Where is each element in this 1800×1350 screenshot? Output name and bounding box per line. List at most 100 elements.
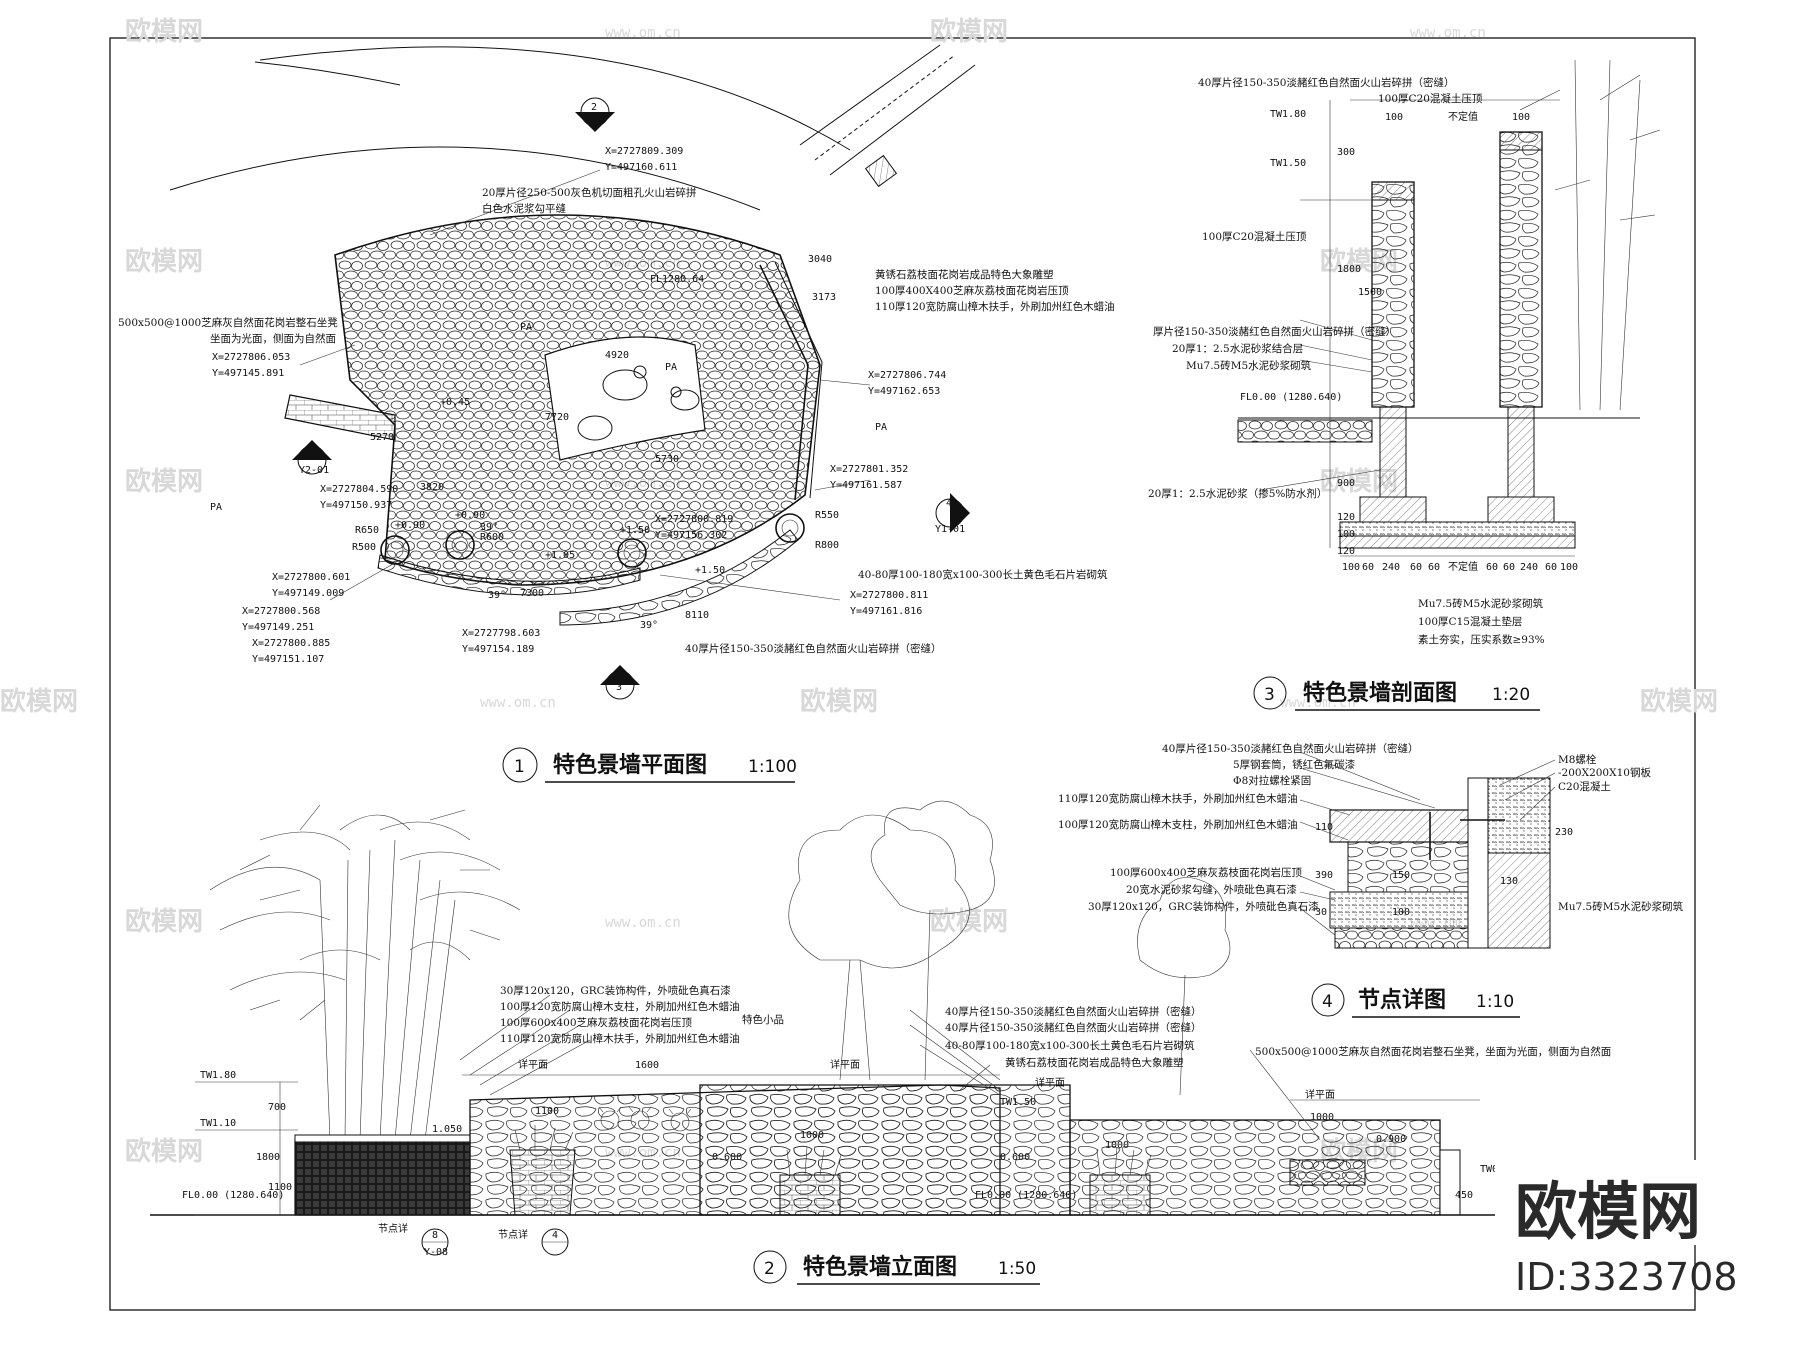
watermark-url: www.om.cn (480, 695, 556, 711)
section-note: 20厚1：2.5水泥砂浆结合层 (1172, 342, 1303, 355)
coord: Y=497145.891 (212, 368, 284, 379)
dim: 100 (1337, 529, 1355, 540)
title-plan: 1 特色景墙平面图 1:100 (502, 747, 797, 783)
node-note: 100厚600x400芝麻灰荔枝面花岗岩压顶 (1110, 866, 1303, 879)
elev-note: 黄锈石荔枝面花岗岩成品特色大象雕塑 (1005, 1056, 1184, 1069)
section-note: Mu7.5砖M5水泥砂浆砌筑 (1186, 359, 1312, 372)
title-num: 3 (1264, 685, 1275, 705)
title-section: 3 特色景墙剖面图 1:20 (1253, 676, 1540, 711)
elev-note: 特色小品 (742, 1013, 784, 1026)
section-marker-y2 (292, 440, 332, 475)
callout-sheet: Y-08 (424, 1247, 448, 1258)
elev-note: 40厚片径150-350淡赭红色自然面火山岩碎拼（密缝） (945, 1005, 1202, 1018)
coord: X=2727809.309 (605, 146, 683, 157)
plan-note-5: 黄锈石荔枝面花岗岩成品特色大象雕塑 (875, 268, 1054, 281)
coord: Y=497160.611 (605, 162, 677, 173)
dim: 130 (1500, 876, 1518, 887)
coord: Y=497151.107 (252, 654, 324, 665)
section-marker-2 (575, 97, 615, 132)
level: TW1.50 (1270, 158, 1306, 169)
coord: X=2727801.352 (830, 464, 908, 475)
node-note: Φ8对拉螺栓紧固 (1233, 774, 1311, 787)
level-label: +1.50 (620, 525, 650, 536)
dim: 1000 (1105, 1140, 1129, 1151)
level: TW1.50 (1000, 1097, 1036, 1108)
watermark-url: www.om.cn (605, 25, 681, 41)
dim: 1800 (256, 1152, 280, 1163)
watermark-logo: 欧模网 (125, 466, 203, 497)
node-note: 30厚120x120，GRC装饰构件，外喷砒色真石漆 (1088, 900, 1319, 913)
dim: 700 (268, 1102, 286, 1113)
detail-callout-4 (541, 1228, 569, 1256)
dim: 100 (1385, 112, 1403, 123)
elev-note: 100厚120宽防腐山樟木支柱，外刷加州红色木蜡油 (500, 1000, 740, 1013)
coord: X=2727800.568 (242, 606, 320, 617)
dim: 1000 (1310, 1112, 1334, 1123)
dim: 150 (1392, 870, 1410, 881)
section-drawing (1237, 59, 1661, 557)
coord: X=2727800.811 (850, 590, 928, 601)
watermark-logo: 欧模网 (125, 906, 203, 937)
callout-text: 节点详 (498, 1228, 528, 1241)
brand-id: ID:3323708 (1515, 1255, 1738, 1299)
dim: 0.900 (1376, 1134, 1406, 1145)
watermark-logo: 欧模网 (125, 246, 203, 277)
brand-block: 欧模网 ID:3323708 (1495, 1160, 1738, 1299)
plan-note-4: 坐面为光面，侧面为自然面 (210, 332, 336, 345)
coord: X=2727806.053 (212, 352, 290, 363)
dim: 7300 (520, 588, 544, 599)
plan-note-1: 20厚片径250-500灰色机切面粗孔火山岩碎拼 (482, 186, 697, 199)
dim: 110 (1315, 822, 1333, 833)
level-label: FL1280.64 (650, 274, 704, 285)
dim: 100 (1392, 907, 1410, 918)
elev-note: 40-80厚100-180宽x100-300长土黄色毛石片岩砌筑 (945, 1039, 1195, 1052)
plan-coordinates: X=2727809.309 Y=497160.611 X=2727806.053… (212, 146, 946, 665)
dim: 3040 (808, 254, 832, 265)
node-note: 20宽水泥砂浆勾缝，外喷砒色真石漆 (1126, 883, 1297, 896)
dim: 39° (640, 620, 658, 631)
section-note: 100厚C20混凝土压顶 (1202, 230, 1307, 243)
coord: X=2727800.601 (272, 572, 350, 583)
watermark-logo: 欧模网 (0, 686, 78, 717)
dim: R600 (480, 532, 504, 543)
dim: 60 (1486, 562, 1498, 573)
elev-note: 110厚120宽防腐山樟木扶手，外刷加州红色木蜡油 (500, 1032, 740, 1045)
title-num: 4 (1322, 992, 1333, 1012)
elevation-notes: 30厚120x120，GRC装饰构件，外喷砒色真石漆 100厚120宽防腐山樟木… (500, 984, 1611, 1069)
dim: 详平面 (830, 1058, 860, 1071)
elevation-dims: TW1.80 TW1.10 FL0.00 (1280.640) TW1.50 T… (182, 1058, 1516, 1258)
dim: 100 (1342, 562, 1360, 573)
section-note: 100厚C15混凝土垫层 (1418, 615, 1522, 628)
bamboo-icon (209, 804, 521, 1141)
dim: 不定值 (1448, 560, 1478, 573)
node-note: C20混凝土 (1558, 780, 1611, 793)
plan-note-8: 40-80厚100-180宽x100-300长土黄色毛石片岩砌筑 (858, 568, 1108, 581)
dim: 390 (1315, 870, 1333, 881)
dim: 60 (1362, 562, 1374, 573)
node-note: 100厚120宽防腐山樟木支柱，外刷加州红色木蜡油 (1058, 818, 1298, 831)
watermark-logo: 欧模网 (125, 16, 203, 47)
section-marker-3 (600, 665, 640, 700)
coord: Y=497149.009 (272, 588, 344, 599)
dim: 120 (1337, 512, 1355, 523)
level-label: +1.50 (695, 565, 725, 576)
planter-pots (509, 1125, 1152, 1216)
elephant-sculpture-icon (577, 365, 700, 441)
node-note: M8螺栓 (1558, 753, 1597, 766)
section-marker-4 (935, 493, 970, 533)
dim: 39° (488, 590, 506, 601)
dim: R800 (815, 540, 839, 551)
dim: 60 (1410, 562, 1422, 573)
dim: 0.600 (712, 1152, 742, 1163)
elev-note: 30厚120x120，GRC装饰构件，外喷砒色真石漆 (500, 984, 731, 997)
section-dims: TW1.80 TW1.50 FL0.00 (1280.640) 100 不定值 … (1240, 109, 1578, 573)
bench-strip (284, 394, 396, 441)
coord: X=2727804.590 (320, 484, 398, 495)
title-node: 4 节点详图 1:10 (1311, 983, 1520, 1018)
sculpture-area (544, 336, 706, 461)
section-note: Mu7.5砖M5水泥砂浆砌筑 (1418, 597, 1544, 610)
dim: 450 (1455, 1190, 1473, 1201)
title-scale: 1:10 (1476, 992, 1514, 1012)
area-label: PA (520, 322, 532, 333)
dim: R650 (355, 525, 379, 536)
